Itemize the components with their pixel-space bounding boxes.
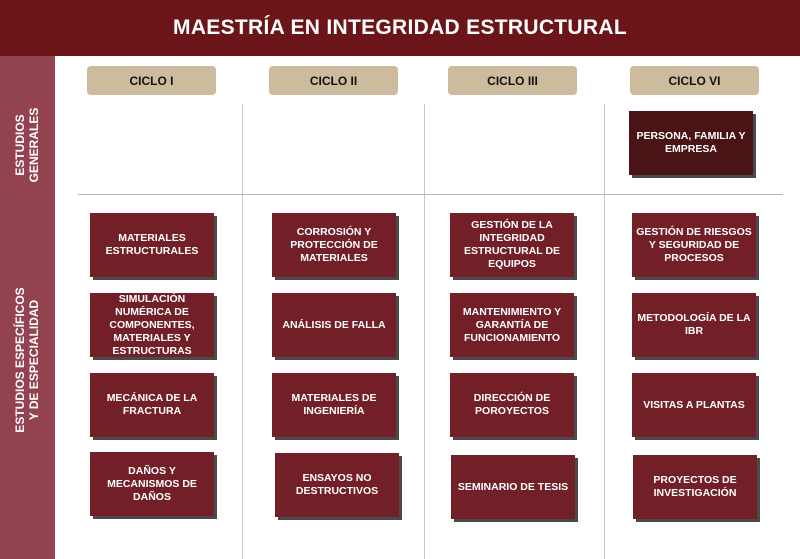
row-label-specific: ESTUDIOS ESPECÍFICOS Y DE ESPECIALIDAD	[13, 287, 41, 432]
row-divider	[78, 194, 783, 195]
course-card[interactable]: SEMINARIO DE TESIS	[451, 455, 575, 519]
course-card[interactable]: DAÑOS Y MECANISMOS DE DAÑOS	[90, 452, 214, 516]
course-card[interactable]: SIMULACIÓN NUMÉRICA DE COMPONENTES, MATE…	[90, 293, 214, 357]
course-card[interactable]: METODOLOGÍA DE LA IBR	[632, 293, 756, 357]
course-card[interactable]: VISITAS A PLANTAS	[632, 373, 756, 437]
course-card[interactable]: MECÁNICA DE LA FRACTURA	[90, 373, 214, 437]
course-card[interactable]: MANTENIMIENTO Y GARANTÍA DE FUNCIONAMIEN…	[450, 293, 574, 357]
course-card[interactable]: DIRECCIÓN DE POROYECTOS	[450, 373, 574, 437]
column-divider	[424, 104, 425, 559]
course-card[interactable]: MATERIALES ESTRUCTURALES	[90, 213, 214, 277]
row-label-general: ESTUDIOS GENERALES	[13, 108, 41, 183]
sidebar	[0, 56, 55, 559]
cycle-header-3: CICLO III	[448, 66, 577, 95]
title-text: MAESTRÍA EN INTEGRIDAD ESTRUCTURAL	[173, 16, 627, 39]
column-divider	[242, 104, 243, 559]
row-label-line: ESTUDIOS ESPECÍFICOS	[13, 287, 27, 433]
course-card[interactable]: ENSAYOS NO DESTRUCTIVOS	[275, 453, 399, 517]
page-title: MAESTRÍA EN INTEGRIDAD ESTRUCTURAL	[0, 0, 800, 56]
row-label-line: ESTUDIOS	[13, 114, 27, 176]
course-card[interactable]: PROYECTOS DE INVESTIGACIÓN	[633, 455, 757, 519]
row-label-line: Y DE ESPECIALIDAD	[27, 299, 41, 421]
row-label-line: GENERALES	[27, 107, 41, 183]
course-card[interactable]: MATERIALES DE INGENIERÍA	[272, 373, 396, 437]
course-persona-familia-empresa[interactable]: PERSONA, FAMILIA Y EMPRESA	[629, 111, 753, 175]
course-card[interactable]: CORROSIÓN Y PROTECCIÓN DE MATERIALES	[272, 213, 396, 277]
cycle-header-2: CICLO II	[269, 66, 398, 95]
course-card[interactable]: ANÁLISIS DE FALLA	[272, 293, 396, 357]
cycle-header-6: CICLO VI	[630, 66, 759, 95]
cycle-header-1: CICLO I	[87, 66, 216, 95]
column-divider	[604, 104, 605, 559]
course-card[interactable]: GESTIÓN DE LA INTEGRIDAD ESTRUCTURAL DE …	[450, 213, 574, 277]
course-card[interactable]: GESTIÓN DE RIESGOS Y SEGURIDAD DE PROCES…	[632, 213, 756, 277]
